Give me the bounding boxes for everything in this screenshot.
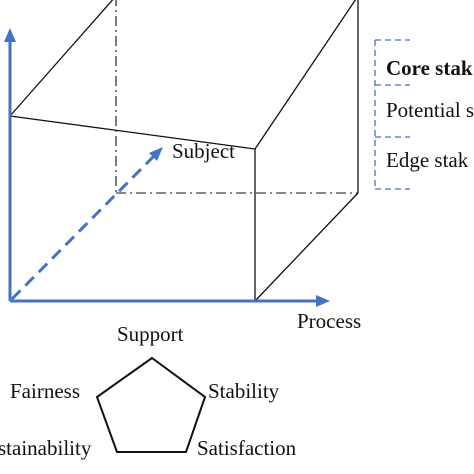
cube-front-top-edge — [9, 115, 256, 150]
pentagon-label-fairness: Fairness — [10, 379, 80, 403]
legend: Core stak Potential s Edge stak — [374, 39, 474, 190]
pentagon-label-satisfaction: Satisfaction — [197, 436, 297, 460]
axes — [4, 28, 330, 307]
legend-item-edge: Edge stak — [386, 148, 469, 172]
vertical-axis-arrowhead — [4, 28, 16, 42]
process-axis-label: Process — [297, 309, 361, 333]
subject-axis-arrowhead — [149, 147, 163, 161]
cube-hidden-edges — [115, 0, 358, 194]
cube-right-diagonal-edge — [254, 0, 357, 150]
pentagon-label-stability: Stability — [208, 379, 280, 403]
cube-left-diagonal-edge — [9, 0, 114, 117]
cube-bottom-right-diagonal-edge — [254, 192, 359, 302]
legend-item-core: Core stak — [386, 56, 473, 80]
subject-axis — [10, 153, 157, 301]
process-axis-arrowhead — [316, 295, 330, 307]
cube-wireframe — [9, 0, 359, 302]
values-pentagon — [95, 356, 207, 453]
legend-item-potential: Potential s — [386, 98, 474, 122]
pentagon-label-support: Support — [117, 322, 184, 346]
pentagon-label-sustainability: stainability — [0, 436, 92, 460]
subject-axis-label: Subject — [172, 139, 235, 163]
